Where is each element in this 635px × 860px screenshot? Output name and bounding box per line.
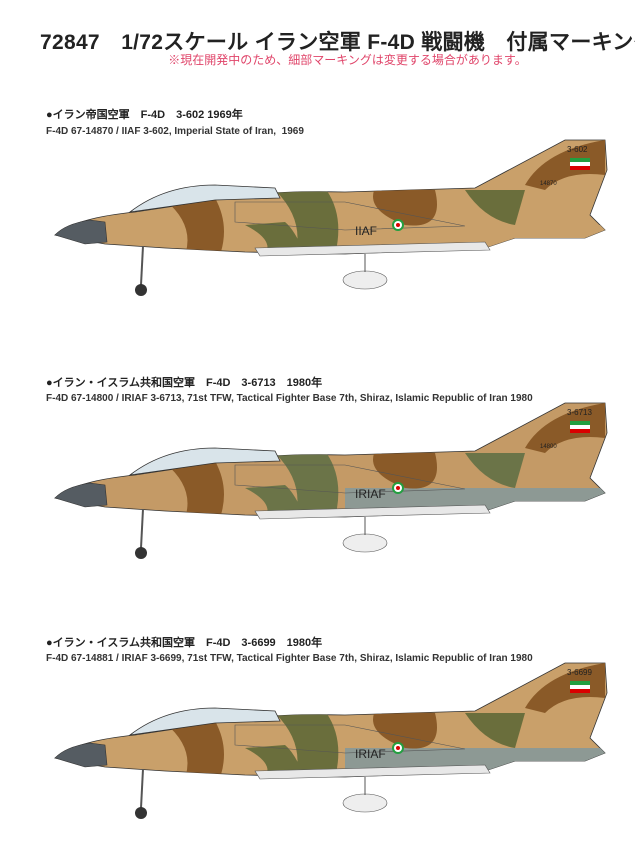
tail-code: 3-6713	[567, 408, 592, 417]
f4d-side-view: IRIAF 3-6699	[54, 662, 608, 819]
pylon-missiles	[254, 241, 491, 257]
pylon-missiles	[254, 764, 491, 780]
radome	[54, 742, 108, 768]
nose-gear	[135, 508, 147, 559]
aircraft-profile-2: IRIAF 3-6713 14800	[45, 393, 615, 568]
tail-code: 3-6699	[567, 668, 592, 677]
scheme-1-title: ●イラン帝国空軍 F-4D 3-602 1969年	[46, 109, 243, 121]
tail-serial: 14800	[540, 444, 557, 450]
tail-flag	[570, 421, 590, 433]
pylon-missiles	[254, 504, 491, 520]
intake-wing	[234, 724, 466, 754]
radome	[54, 219, 108, 245]
tail-code: 3-602	[567, 145, 588, 154]
aircraft-profile-1: IIAF 3-602 14870	[45, 130, 615, 305]
fuselage-marking: IIAF	[355, 224, 377, 238]
drop-tank	[342, 533, 388, 553]
drop-tank	[342, 793, 388, 813]
development-note: ※現在開発中のため、細部マーキングは変更する場合があります。	[168, 53, 527, 67]
scheme-3-title: ●イラン・イスラム共和国空軍 F-4D 3-6699 1980年	[46, 637, 323, 649]
nose-gear	[135, 768, 147, 819]
tail-serial: 14870	[540, 181, 557, 187]
drop-tank	[342, 270, 388, 290]
intake-wing	[234, 201, 466, 231]
tail-flag	[570, 158, 590, 170]
nose-gear	[135, 245, 147, 296]
canopy	[128, 184, 281, 213]
f4d-side-view: IIAF 3-602 14870	[54, 139, 608, 296]
scheme-3-subtitle: F-4D 67-14881 / IRIAF 3-6699, 71st TFW, …	[46, 653, 533, 664]
fuselage-marking: IRIAF	[355, 747, 386, 761]
aircraft-profile-3: IRIAF 3-6699	[45, 653, 615, 828]
intake-wing	[234, 464, 466, 494]
radome	[54, 482, 108, 508]
canopy	[128, 447, 281, 476]
scheme-1-subtitle: F-4D 67-14870 / IIAF 3-602, Imperial Sta…	[46, 126, 304, 137]
scheme-2-subtitle: F-4D 67-14800 / IRIAF 3-6713, 71st TFW, …	[46, 393, 533, 404]
canopy	[128, 707, 281, 736]
sheet-title: 72847 1/72スケール イラン空軍 F-4D 戦闘機 付属マーキング	[40, 31, 635, 54]
fuselage-marking: IRIAF	[355, 487, 386, 501]
scheme-2-title: ●イラン・イスラム共和国空軍 F-4D 3-6713 1980年	[46, 377, 323, 389]
tail-flag	[570, 681, 590, 693]
f4d-side-view: IRIAF 3-6713 14800	[54, 402, 608, 559]
